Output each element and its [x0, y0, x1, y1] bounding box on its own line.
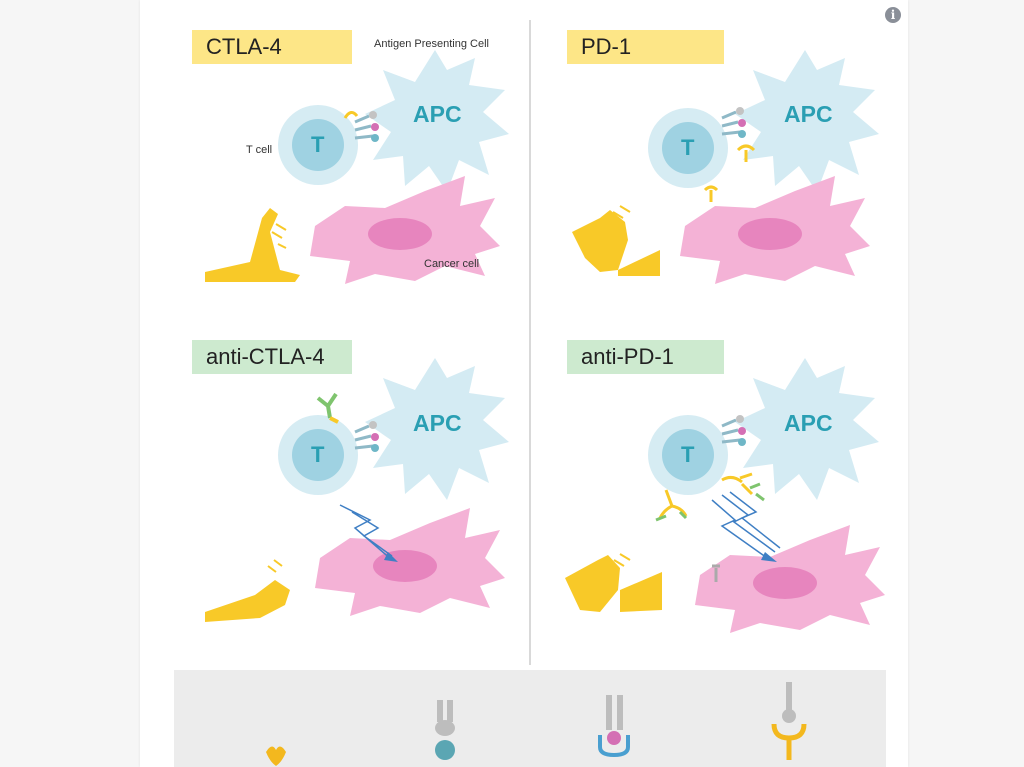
panel-title-ctla4: CTLA-4 [192, 30, 352, 64]
t-label-4: T [681, 442, 695, 467]
apc-label-2: APC [784, 101, 833, 127]
apc-label-1: APC [413, 101, 462, 127]
panel-title-anti-ctla4: anti-CTLA-4 [192, 340, 352, 374]
t-label-2: T [681, 135, 695, 160]
panel-ctla4-graphics [205, 50, 509, 284]
panel-title-anti-pd1: anti-PD-1 [567, 340, 724, 374]
panel-anti-pd1-graphics [565, 358, 885, 633]
apc-label-3: APC [413, 410, 462, 436]
info-icon[interactable]: i [885, 7, 901, 23]
t-label-3: T [311, 442, 325, 467]
apc-label-4: APC [784, 410, 833, 436]
t-label-1: T [311, 132, 325, 157]
t-cell-label: T cell [246, 144, 273, 156]
panel-title-pd1: PD-1 [567, 30, 724, 64]
panel-anti-ctla4-graphics [205, 358, 509, 622]
panel-pd1-graphics [572, 50, 879, 284]
legend-icons [174, 670, 886, 767]
antigen-presenting-cell-label: Antigen Presenting Cell [374, 38, 489, 50]
cancer-cell-label: Cancer cell [424, 258, 480, 270]
